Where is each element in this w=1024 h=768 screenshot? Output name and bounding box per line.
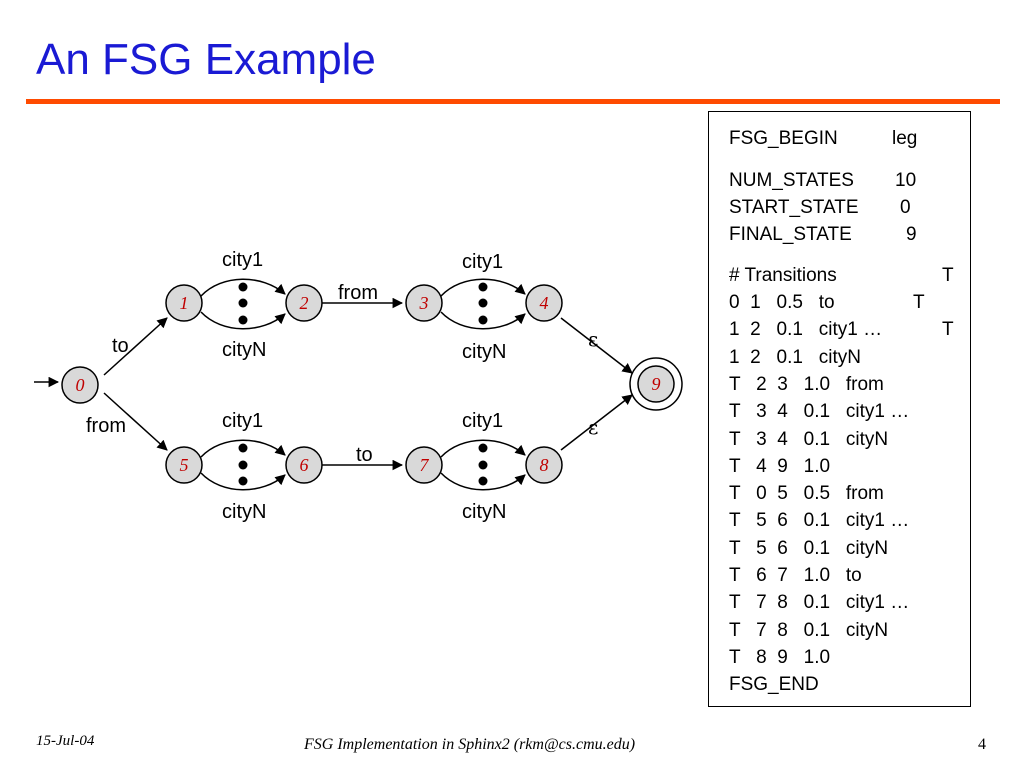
edge-label-6-7: to bbox=[356, 444, 373, 466]
edge-0-1 bbox=[103, 317, 168, 376]
state-circle bbox=[165, 284, 203, 322]
edge-label-4-9: ε bbox=[588, 327, 598, 351]
footer-date: 15-Jul-04 bbox=[36, 733, 95, 749]
edge-label-5-6-top: city1 bbox=[222, 410, 263, 432]
state-circle bbox=[525, 446, 563, 484]
edge-label-3-4-bottom: cityN bbox=[462, 341, 506, 363]
fsg-transition-row-t: T bbox=[942, 319, 954, 341]
edge-5-6-top bbox=[200, 439, 286, 458]
fsg-file-listing: FSG_BEGIN leg NUM_STATES 10 START_STATE … bbox=[708, 111, 971, 707]
fsg-transition-row: T 7 8 0.1 city1 … bbox=[729, 592, 910, 614]
state-node-7: 7 bbox=[405, 446, 443, 484]
fsg-transition-row: T 3 4 0.1 cityN bbox=[729, 428, 889, 450]
fsg-num-states-value: 10 bbox=[895, 170, 917, 191]
ellipsis-dots-3-4 bbox=[478, 282, 488, 325]
edge-label-0-5: from bbox=[86, 415, 126, 437]
state-label-0: 0 bbox=[76, 375, 85, 395]
state-circle bbox=[165, 446, 203, 484]
ellipsis-dots-7-8 bbox=[478, 443, 488, 486]
fsg-transition-row: T 0 5 0.5 from bbox=[729, 483, 884, 505]
fsg-end: FSG_END bbox=[729, 674, 819, 695]
state-circle bbox=[405, 446, 443, 484]
state-node-4: 4 bbox=[525, 284, 563, 322]
state-label-3: 3 bbox=[419, 293, 429, 313]
page-number: 4 bbox=[978, 736, 986, 753]
state-circle bbox=[285, 284, 323, 322]
state-label-1: 1 bbox=[180, 293, 189, 313]
slide-title: An FSG Example bbox=[36, 35, 376, 84]
state-circle bbox=[525, 284, 563, 322]
edge-label-0-1: to bbox=[112, 335, 129, 357]
edge-7-8-top bbox=[440, 439, 526, 458]
edge-8-9 bbox=[560, 394, 633, 451]
nodes-layer: 0 1 2 3 4 5 6 7 8 9 bbox=[61, 284, 683, 484]
ellipsis-dots-5-6 bbox=[238, 443, 248, 486]
fsg-transition-row: T 5 6 0.1 cityN bbox=[729, 537, 889, 559]
edge-label-5-6-bottom: cityN bbox=[222, 501, 266, 523]
fsg-transition-row: 0 1 0.5 to bbox=[729, 292, 835, 313]
state-circle bbox=[61, 366, 99, 404]
state-node-3: 3 bbox=[405, 284, 443, 322]
edge-7-8-bottom bbox=[440, 472, 526, 491]
edge-label-1-2-top: city1 bbox=[222, 249, 263, 271]
state-circle bbox=[405, 284, 443, 322]
fsg-transition-row: 1 2 0.1 cityN bbox=[729, 346, 861, 368]
state-node-0: 0 bbox=[61, 366, 99, 404]
state-node-6: 6 bbox=[285, 446, 323, 484]
state-node-1: 1 bbox=[165, 284, 203, 322]
footer-title: FSG Implementation in Sphinx2 (rkm@cs.cm… bbox=[304, 736, 636, 753]
edge-1-2-top bbox=[200, 278, 286, 297]
edge-0-5 bbox=[103, 392, 168, 451]
state-label-6: 6 bbox=[300, 455, 309, 475]
edge-label-1-2-bottom: cityN bbox=[222, 339, 266, 361]
fsg-start-state-label: START_STATE bbox=[729, 197, 859, 218]
edge-3-4-top bbox=[440, 278, 526, 297]
state-circle bbox=[285, 446, 323, 484]
edge-5-6-bottom bbox=[200, 472, 286, 491]
state-label-4: 4 bbox=[540, 293, 549, 313]
fsg-transitions-header: # Transitions bbox=[729, 265, 837, 286]
fsg-transition-row: T 4 9 1.0 bbox=[729, 455, 831, 477]
state-label-9: 9 bbox=[652, 374, 661, 394]
edge-label-3-4-top: city1 bbox=[462, 251, 503, 273]
edge-1-2-bottom bbox=[200, 311, 286, 330]
edge-3-4-bottom bbox=[440, 311, 526, 330]
fsg-transition-row: T 2 3 1.0 from bbox=[729, 373, 884, 395]
state-node-2: 2 bbox=[285, 284, 323, 322]
edge-label-7-8-bottom: cityN bbox=[462, 501, 506, 523]
state-label-7: 7 bbox=[420, 455, 430, 475]
edge-label-7-8-top: city1 bbox=[462, 410, 503, 432]
fsg-transition-row: T 3 4 0.1 city1 … bbox=[729, 401, 910, 423]
fsg-transition-row-t: T bbox=[913, 292, 925, 313]
title-divider bbox=[26, 99, 1000, 104]
fsg-begin-name: leg bbox=[892, 128, 918, 149]
state-label-8: 8 bbox=[540, 455, 549, 475]
fsg-final-state-label: FINAL_STATE bbox=[729, 224, 852, 245]
ellipsis-dots-1-2 bbox=[238, 282, 248, 325]
edge-4-9 bbox=[560, 317, 633, 374]
fsg-transition-row: T 7 8 0.1 cityN bbox=[729, 619, 889, 641]
state-node-9: 9 bbox=[629, 357, 683, 411]
fsg-transition-row: 1 2 0.1 city1 … bbox=[729, 319, 883, 341]
fsg-transition-row: T 8 9 1.0 bbox=[729, 646, 831, 668]
state-label-2: 2 bbox=[300, 293, 309, 313]
fsg-begin-label: FSG_BEGIN bbox=[729, 128, 838, 149]
fsg-start-state-value: 0 bbox=[900, 197, 911, 218]
state-node-8: 8 bbox=[525, 446, 563, 484]
fsg-final-state-value: 9 bbox=[906, 224, 917, 245]
fsg-transition-row: T 6 7 1.0 to bbox=[729, 565, 862, 586]
fsg-transition-row: T 5 6 0.1 city1 … bbox=[729, 510, 910, 532]
state-node-5: 5 bbox=[165, 446, 203, 484]
edge-label-8-9: ε bbox=[588, 415, 598, 439]
fsg-num-states-label: NUM_STATES bbox=[729, 170, 854, 191]
fsg-transitions-header-t: T bbox=[942, 265, 954, 286]
state-circle bbox=[637, 365, 675, 403]
edge-label-2-3: from bbox=[338, 282, 378, 304]
state-label-5: 5 bbox=[180, 455, 189, 475]
